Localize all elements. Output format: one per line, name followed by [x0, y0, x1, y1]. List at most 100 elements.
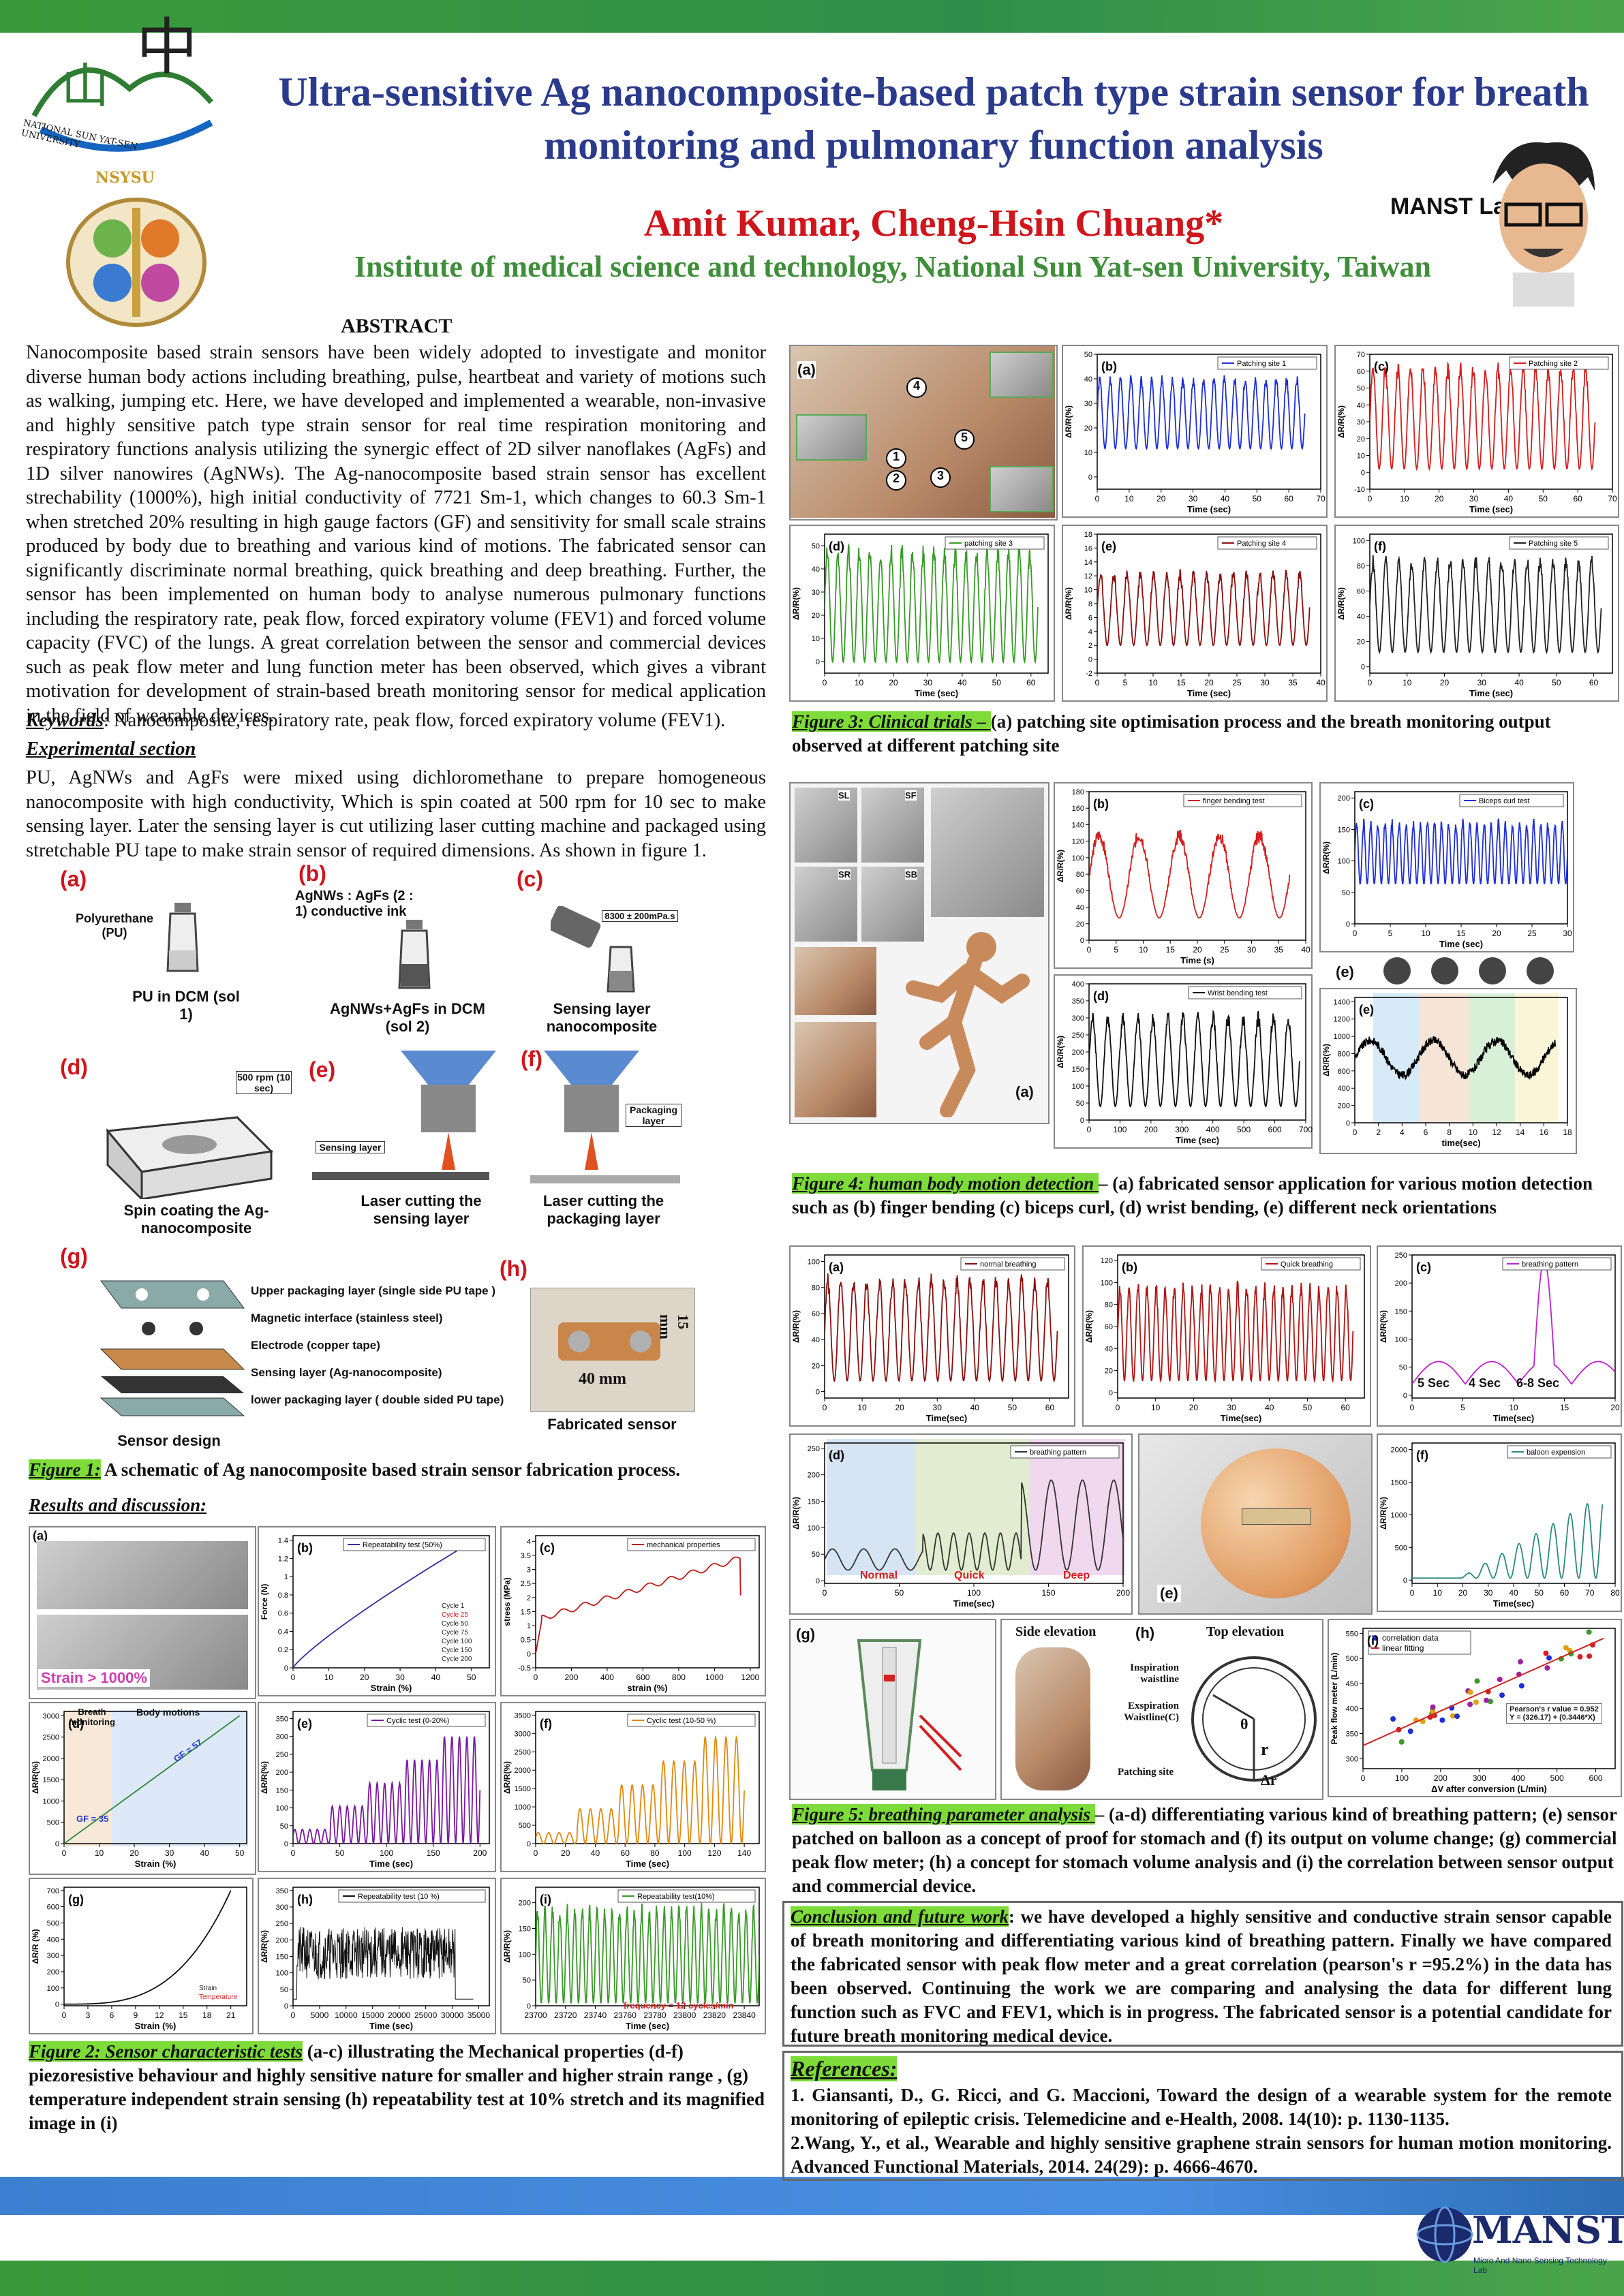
- legend: Repeatability test(10%): [617, 1889, 756, 1903]
- fig5-c-5sec: 5 Sec: [1418, 1376, 1450, 1390]
- x-tick-label: 10: [1148, 678, 1158, 687]
- y-tick-label: 250: [276, 1920, 288, 1928]
- y-tick-label: 300: [1346, 1755, 1358, 1763]
- x-tick-label: 600: [1589, 1773, 1603, 1783]
- scatter-point: [1487, 1698, 1493, 1705]
- y-tick-label: 550: [1346, 1630, 1358, 1638]
- panel-label: (d): [1093, 989, 1109, 1003]
- legend: Repeatability test (10 %): [338, 1889, 486, 1903]
- y-tick-label: 100: [47, 1985, 59, 1993]
- fig3-caption-title: Figure 3: Clinical trials –: [792, 711, 991, 732]
- x-tick-label: 0: [1353, 929, 1358, 938]
- legend: Biceps curl test: [1459, 794, 1564, 807]
- spin-coater-icon: [101, 1090, 278, 1203]
- x-tick-label: 200: [473, 1848, 487, 1858]
- x-tick-label: 60: [1573, 494, 1582, 503]
- x-tick-label: 23800: [673, 2011, 696, 2020]
- scatter-point: [1390, 1716, 1396, 1722]
- fig4-finger-photo: [931, 788, 1044, 917]
- figure1-caption: Figure 1: A schematic of Ag nanocomposit…: [29, 1458, 765, 1482]
- plot-area: [292, 1535, 490, 1669]
- series-line: [293, 1541, 472, 1668]
- fig3-a-label: (a): [797, 361, 816, 379]
- legend-entry: Wrist bending test: [1208, 989, 1268, 997]
- x-tick-label: 10: [1421, 929, 1430, 938]
- series-name: Strain: [199, 1985, 217, 1992]
- x-tick-label: 18: [202, 2011, 212, 2020]
- fabricated-sensor-photo: 15 mm 40 mm: [530, 1288, 695, 1412]
- y-tick-label: 10: [1084, 587, 1092, 595]
- plot-area: [292, 1887, 490, 2006]
- y-tick-label: 60: [1357, 368, 1365, 376]
- x-tick-label: 70: [1316, 494, 1326, 503]
- legend-entry: finger bending test: [1203, 797, 1265, 805]
- x-tick-label: 20: [1204, 678, 1214, 687]
- x-tick-label: 30: [1227, 1403, 1236, 1412]
- head-icons: [1383, 957, 1554, 984]
- keywords-label: Keywords: [26, 710, 104, 731]
- scatter-point: [1430, 1708, 1436, 1714]
- bottom-stripe-blue: [0, 2177, 1624, 2215]
- x-tick-label: 0: [534, 1673, 538, 1682]
- y-tick-label: 0: [816, 658, 820, 666]
- x-tick-label: 20: [561, 1848, 570, 1858]
- x-tick-label: 30: [933, 1403, 943, 1412]
- y-tick-label: 0: [816, 1388, 820, 1396]
- fig5-e-panel: (e): [1138, 1433, 1373, 1615]
- y-tick-label: 200: [1072, 1049, 1084, 1057]
- x-tick-label: 30: [1189, 494, 1198, 503]
- y-tick-label: 2500: [43, 1734, 59, 1742]
- x-tick-label: 600: [636, 1673, 649, 1682]
- x-tick-label: 40: [591, 1848, 600, 1858]
- y-tick-label: 1.5: [521, 1608, 531, 1616]
- x-tick-label: 0: [291, 1673, 296, 1682]
- scatter-point: [1563, 1645, 1569, 1651]
- y-tick-label: 250: [808, 1445, 820, 1453]
- y-tick-label: 120: [1072, 838, 1084, 846]
- y-axis-label: ΔR/R(%): [1321, 841, 1331, 874]
- panel-label: (i): [540, 1893, 551, 1906]
- y-tick-label: 50: [1399, 1364, 1407, 1372]
- y-tick-label: 200: [1338, 1102, 1350, 1111]
- x-tick-label: 60: [1589, 678, 1599, 687]
- panel-label: (b): [1093, 797, 1109, 811]
- x-tick-label: 20: [360, 1673, 369, 1682]
- layer-label-5: lower packaging layer ( double sided PU …: [251, 1393, 504, 1406]
- y-tick-label: 300: [276, 1904, 288, 1912]
- x-tick-label: 70: [1585, 1588, 1595, 1598]
- y-tick-label: 350: [1346, 1731, 1358, 1739]
- bottom-stripe-green: [0, 2261, 1624, 2296]
- x-tick-label: 12: [155, 2011, 164, 2020]
- legend-entry: Quick breathing: [1281, 1260, 1333, 1269]
- y-tick-label: 0.6: [278, 1610, 288, 1618]
- x-tick-label: 20: [1610, 1403, 1620, 1412]
- legend-entry: Cyclic test (10-50 %): [647, 1717, 716, 1725]
- scatter-point: [1484, 1697, 1490, 1703]
- y-tick-label: 150: [808, 1498, 820, 1506]
- x-tick-label: 40: [957, 678, 967, 687]
- y-tick-label: 18: [1084, 531, 1092, 539]
- legend-entry: breathing pattern: [1030, 1448, 1086, 1457]
- x-tick-label: 10: [1400, 494, 1409, 503]
- series-line: [536, 1902, 759, 2004]
- series-line: [293, 1736, 481, 1844]
- x-axis-label: Time (sec): [1176, 1135, 1219, 1145]
- series-line: [536, 1735, 745, 1844]
- y-tick-label: 20: [1105, 1367, 1113, 1376]
- x-axis-label: Time (sec): [1469, 504, 1513, 514]
- y-tick-label: -2: [1086, 670, 1092, 678]
- institute-seal: [61, 194, 211, 330]
- x-axis-label: Strain (%): [135, 1859, 177, 1869]
- x-tick-label: 40: [431, 1673, 441, 1682]
- fig2-d-breath-label: Breath monitoring: [69, 1707, 115, 1727]
- x-axis-label: Time (sec): [369, 1859, 413, 1869]
- plot-area: [535, 1535, 760, 1669]
- fig2-d-zone-motion: [112, 1710, 248, 1846]
- x-tick-label: 20: [889, 678, 898, 687]
- top-stripe: [0, 0, 1624, 33]
- fig5-h-inspiration: Inspiration waistline: [1130, 1662, 1179, 1685]
- fig4-e-zone-sb: [1515, 993, 1559, 1123]
